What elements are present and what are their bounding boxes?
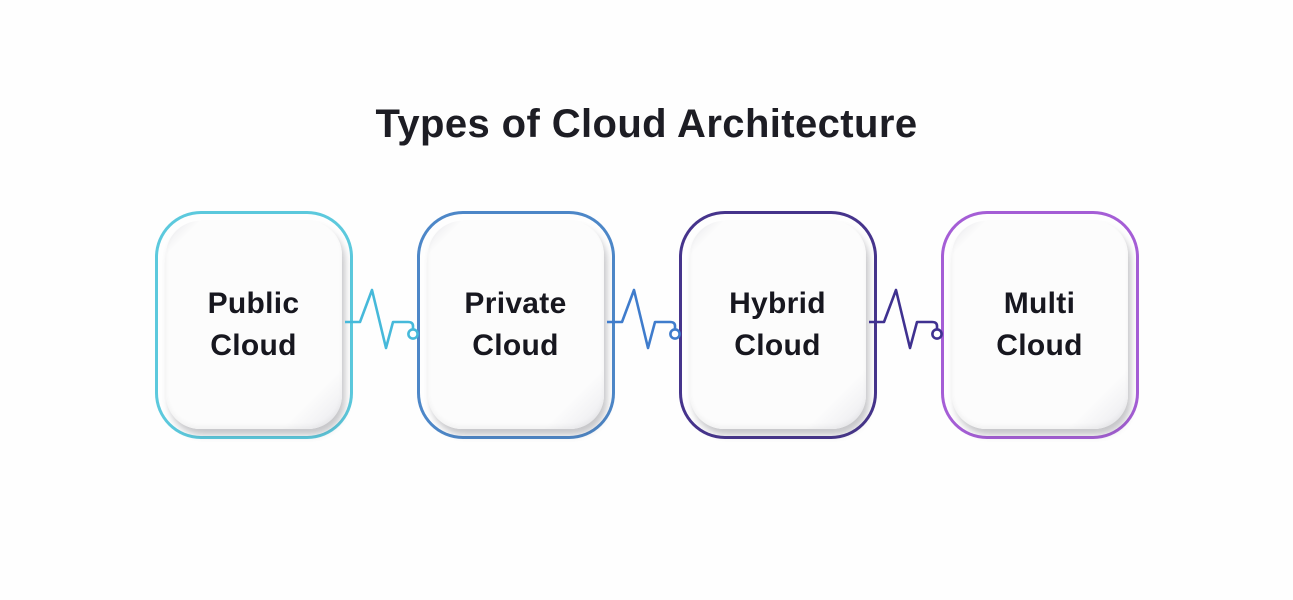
node-private-cloud: Private Cloud — [416, 211, 615, 439]
node-label-line: Hybrid — [729, 287, 826, 320]
pulse-connector-icon — [344, 288, 419, 350]
node-label-line: Cloud — [472, 329, 559, 362]
node-card: Public Cloud — [165, 221, 342, 429]
node-border-gap: Private Cloud — [419, 214, 612, 436]
node-label-line: Cloud — [996, 329, 1083, 362]
node-label-line: Private — [464, 287, 567, 320]
node-public-cloud: Public Cloud — [154, 211, 353, 439]
node-label-line: Multi — [1003, 287, 1076, 320]
pulse-connector-icon — [606, 288, 681, 350]
node-border-gap: Public Cloud — [157, 214, 350, 436]
node-label: Public Cloud — [208, 283, 300, 367]
node-card: Multi Cloud — [951, 221, 1128, 429]
cloud-nodes-row: Public Cloud Private Cloud — [0, 211, 1293, 439]
node-label: Multi Cloud — [996, 283, 1082, 367]
node-multi-cloud: Multi Cloud — [940, 211, 1139, 439]
node-label: Private Cloud — [464, 283, 566, 367]
pulse-connector-icon — [868, 288, 943, 350]
node-card: Hybrid Cloud — [689, 221, 866, 429]
node-label-line: Public — [207, 287, 300, 320]
node-card: Private Cloud — [427, 221, 604, 429]
node-border-gap: Hybrid Cloud — [681, 214, 874, 436]
page-title: Types of Cloud Architecture — [375, 102, 918, 146]
node-label-line: Cloud — [734, 329, 821, 362]
node-border-gap: Multi Cloud — [943, 214, 1136, 436]
node-label: Hybrid Cloud — [729, 283, 826, 367]
node-label-line: Cloud — [210, 329, 297, 362]
node-hybrid-cloud: Hybrid Cloud — [678, 211, 877, 439]
